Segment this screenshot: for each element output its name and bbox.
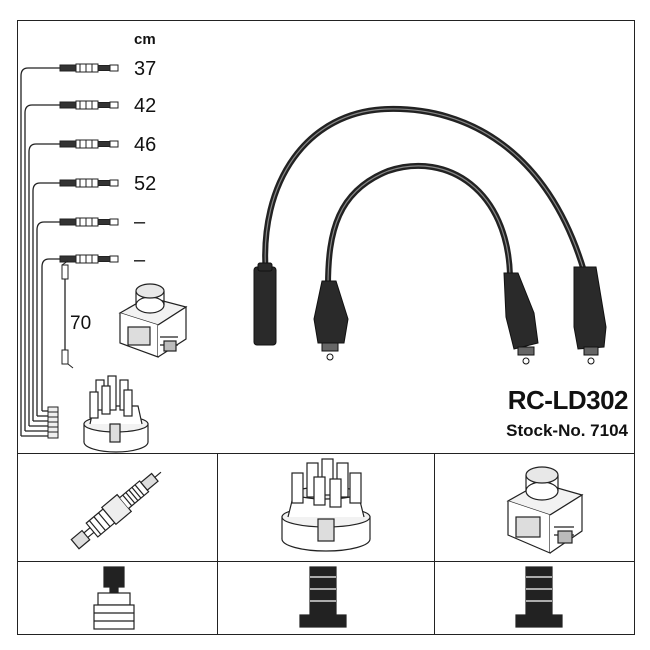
- ignition-wire-set-illustration: [253, 105, 607, 365]
- wire-length-3: 46: [134, 134, 157, 156]
- divider-upper: [18, 453, 634, 454]
- unit-label: cm: [134, 31, 156, 48]
- ignition-coil-icon: [506, 466, 584, 554]
- plug-terminal-icon: [93, 566, 135, 630]
- distributor-cap-small-icon: [83, 375, 149, 453]
- coil-lead-length: 70: [70, 313, 92, 334]
- divider-col-1: [217, 453, 218, 635]
- coil-small-icon: [118, 283, 188, 358]
- wire-length-5: –: [134, 211, 146, 233]
- model-number: RC-LD302: [507, 385, 629, 415]
- stock-number: Stock-No. 7104: [506, 421, 628, 440]
- divider-col-2: [434, 453, 435, 635]
- spark-plug-icon: [70, 471, 162, 550]
- wire-length-6: –: [134, 249, 146, 271]
- product-sheet-frame: cm 37 42 46 52 – – 70 RC-LD302 Stock-No.…: [17, 20, 635, 635]
- wire-length-1: 37: [134, 58, 157, 80]
- wire-length-4: 52: [134, 173, 157, 195]
- divider-lower: [18, 561, 634, 562]
- cap-terminal-icon: [299, 566, 347, 628]
- distributor-cap-icon: [281, 458, 371, 552]
- wire-length-2: 42: [134, 95, 157, 117]
- coil-terminal-icon: [515, 566, 563, 628]
- wiring-schematic: [20, 63, 188, 453]
